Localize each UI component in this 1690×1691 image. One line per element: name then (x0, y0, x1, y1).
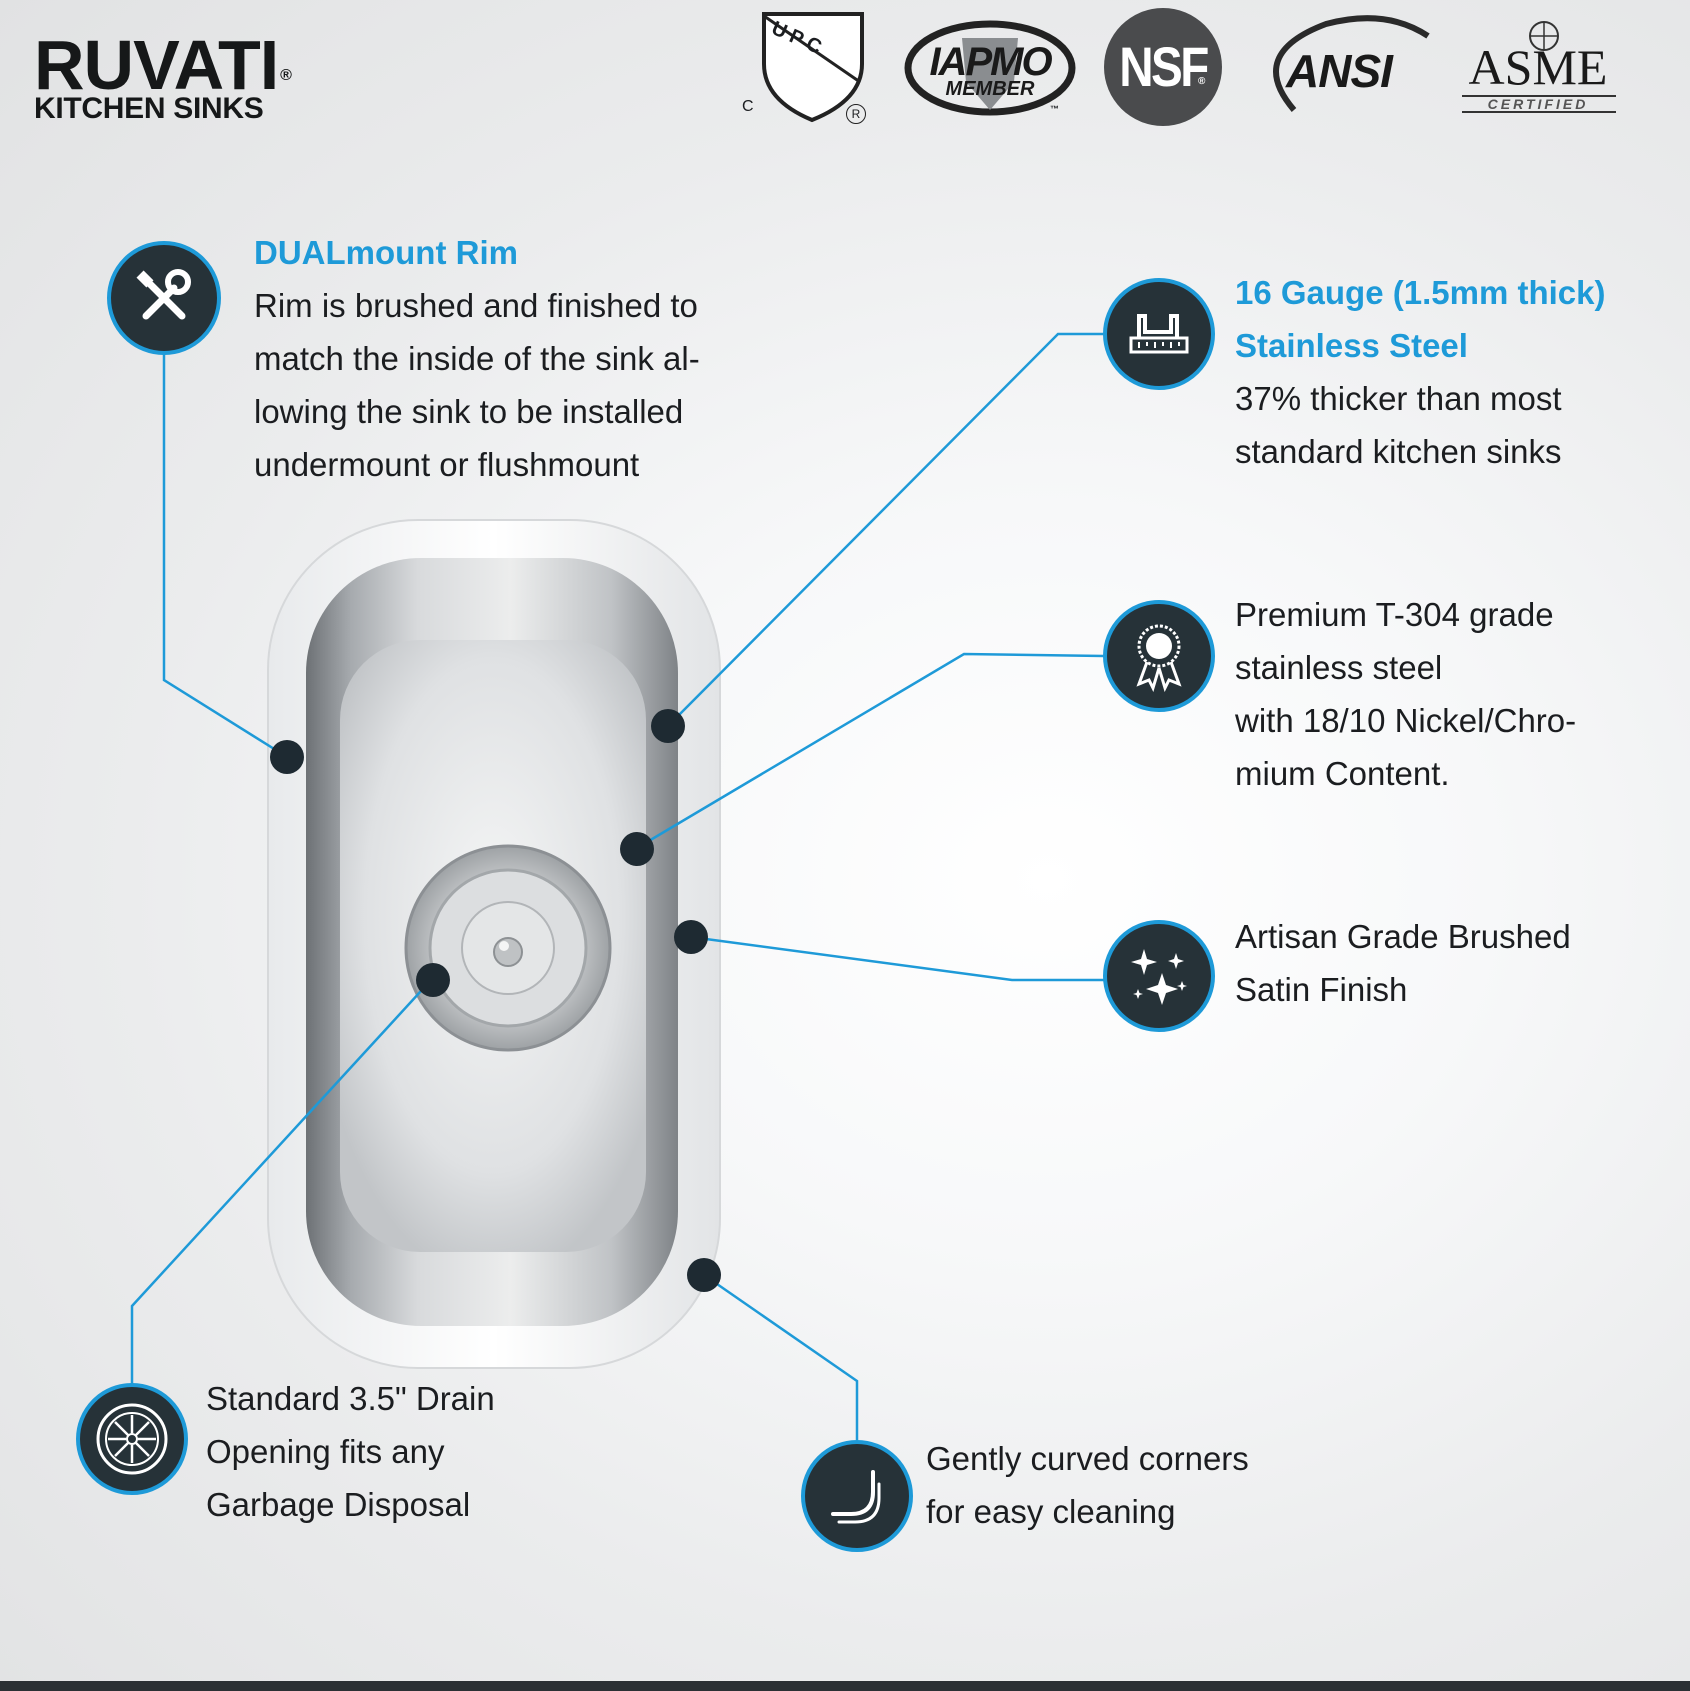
callout-dot-dualmount (270, 740, 304, 774)
feature-t304-line: stainless steel (1235, 649, 1443, 686)
nsf-badge: NSF ® (1104, 8, 1222, 126)
ansi-label: ANSI (1286, 45, 1393, 97)
feature-icon-t304 (1103, 600, 1215, 712)
upc-r-mark: R (846, 104, 866, 124)
feature-corners: Gently curved corners for easy cleaning (926, 1432, 1249, 1538)
feature-gauge-line: 37% thicker than most (1235, 380, 1562, 417)
feature-dualmount-line: lowing the sink to be installed (254, 393, 684, 430)
feature-t304: Premium T-304 grade stainless steel with… (1235, 588, 1576, 800)
feature-gauge: 16 Gauge (1.5mm thick) Stainless Steel 3… (1235, 266, 1605, 478)
asme-badge: ASME CERTIFIED (1456, 16, 1620, 116)
callout-dot-corners (687, 1258, 721, 1292)
feature-t304-line: mium Content. (1235, 755, 1450, 792)
iapmo-member: MEMBER (945, 78, 1035, 100)
feature-corners-line: for easy cleaning (926, 1493, 1176, 1530)
line-corners (703, 1273, 859, 1440)
feature-drain-line: Opening fits any (206, 1433, 445, 1470)
curved-corner-icon (831, 1470, 881, 1524)
feature-t304-line: Premium T-304 grade (1235, 596, 1554, 633)
feature-icon-gauge (1103, 278, 1215, 390)
tools-icon (136, 269, 191, 320)
brand-logo: RUVATI® (34, 30, 292, 100)
feature-finish-line: Artisan Grade Brushed (1235, 918, 1571, 955)
upc-badge: UPC C R (742, 12, 872, 124)
asme-label: ASME (1468, 39, 1608, 95)
feature-corners-line: Gently curved corners (926, 1440, 1249, 1477)
feature-gauge-title: 16 Gauge (1.5mm thick) (1235, 274, 1606, 311)
nsf-reg: ® (1198, 76, 1206, 87)
brand-registered-mark: ® (280, 67, 292, 84)
asme-certified: CERTIFIED (1487, 96, 1589, 112)
iapmo-tm: ™ (1050, 104, 1059, 114)
feature-dualmount-line: match the inside of the sink al- (254, 340, 700, 377)
iapmo-badge: IAPMO MEMBER ™ (904, 18, 1076, 118)
drain-icon (96, 1403, 168, 1475)
upc-c-mark: C (742, 98, 754, 115)
nsf-label: NSF (1119, 35, 1209, 98)
brand-tagline: KITCHEN SINKS (34, 92, 264, 125)
ruler-gauge-icon (1129, 314, 1189, 354)
feature-drain-line: Standard 3.5" Drain (206, 1380, 495, 1417)
line-t304 (636, 652, 1105, 850)
line-drain (130, 978, 433, 1384)
line-dualmount (162, 350, 288, 759)
sparkles-icon (1131, 949, 1187, 1005)
feature-finish: Artisan Grade Brushed Satin Finish (1235, 910, 1571, 1016)
feature-t304-line: with 18/10 Nickel/Chro- (1235, 702, 1577, 739)
brand-name: RUVATI (34, 26, 279, 104)
feature-dualmount-line: Rim is brushed and finished to (254, 287, 698, 324)
feature-icon-dualmount (107, 241, 221, 355)
feature-icon-finish (1103, 920, 1215, 1032)
bottom-bar (0, 1681, 1690, 1691)
feature-icon-corners (801, 1440, 913, 1552)
feature-dualmount-title: DUALmount Rim (254, 234, 518, 271)
feature-drain-line: Garbage Disposal (206, 1486, 471, 1523)
line-finish (690, 935, 1104, 982)
iapmo-label: IAPMO (929, 40, 1052, 84)
feature-drain: Standard 3.5" Drain Opening fits any Gar… (206, 1372, 495, 1531)
feature-dualmount: DUALmount Rim Rim is brushed and finishe… (254, 226, 700, 491)
feature-dualmount-line: undermount or flushmount (254, 446, 640, 483)
feature-icon-drain (76, 1383, 188, 1495)
callout-dot-t304 (620, 832, 654, 866)
feature-gauge-title: Stainless Steel (1235, 327, 1468, 364)
ansi-badge: ANSI (1256, 14, 1430, 118)
callout-dot-finish (674, 920, 708, 954)
callout-dot-drain (416, 963, 450, 997)
callout-dot-gauge (651, 709, 685, 743)
line-gauge (667, 332, 1104, 727)
feature-finish-line: Satin Finish (1235, 971, 1408, 1008)
award-ribbon-icon (1136, 624, 1182, 692)
feature-gauge-line: standard kitchen sinks (1235, 433, 1562, 470)
